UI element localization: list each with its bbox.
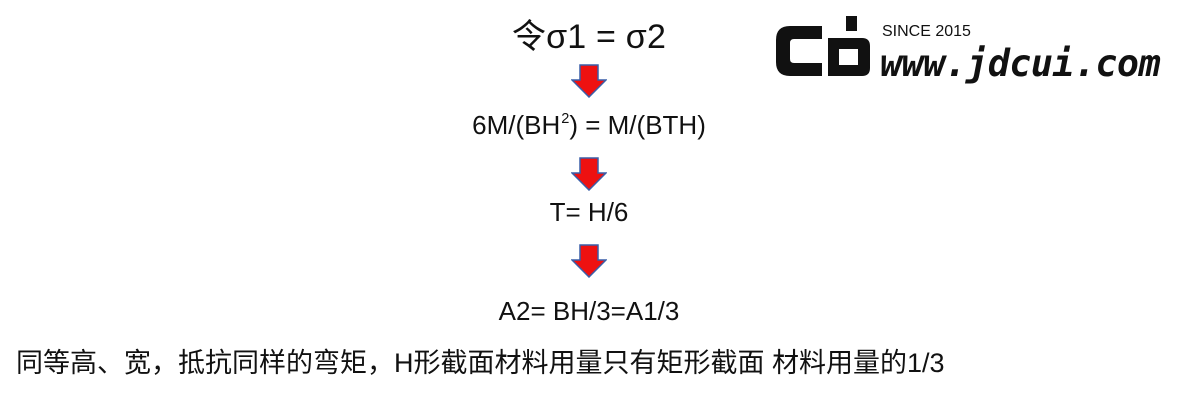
equation-thickness: T= H/6 [0, 199, 1178, 225]
equation-area: A2= BH/3=A1/3 [0, 298, 1178, 324]
down-arrow-icon [571, 157, 607, 191]
equation-moment-prefix: 6M/(BH [472, 110, 561, 140]
equation-moment-suffix: ) = M/(BTH) [569, 110, 706, 140]
equation-area-text: A2= BH/3=A1/3 [498, 296, 680, 326]
equation-sigma-equal: 令σ1 = σ2 [0, 20, 1178, 54]
jdcui-logo: SINCE 2015 www.jdcui.com [776, 16, 1161, 85]
equation-moment-superscript: 2 [561, 111, 570, 128]
logo-jd-mark [828, 16, 870, 76]
equation-thickness-text: T= H/6 [549, 197, 629, 227]
equation-sigma-equal-text: 令σ1 = σ2 [511, 18, 667, 56]
logo-url-text: www.jdcui.com [880, 42, 1160, 85]
down-arrow-icon [571, 64, 607, 98]
conclusion-text: 同等高、宽，抵抗同样的弯矩，H形截面材料用量只有矩形截面 材料用量的1/3 [16, 348, 945, 378]
equation-moment: 6M/(BH2) = M/(BTH) [0, 112, 1178, 138]
down-arrow-icon [571, 244, 607, 278]
logo-c-mark [776, 26, 822, 76]
logo-since-text: SINCE 2015 [882, 23, 971, 40]
